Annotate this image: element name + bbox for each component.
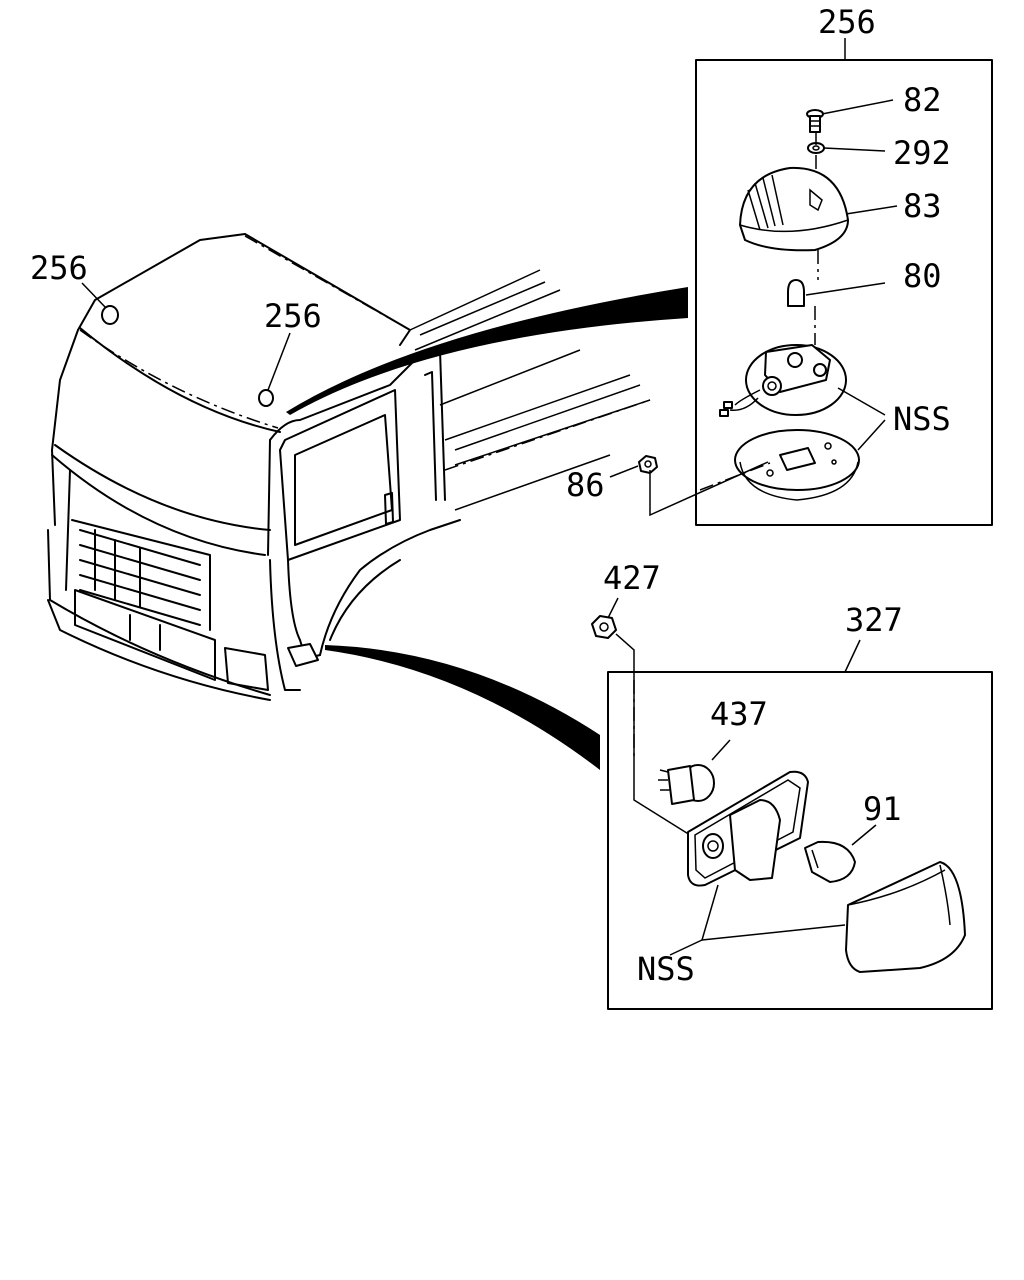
label-nss-roof: NSS xyxy=(893,400,951,438)
leader-line xyxy=(81,282,107,309)
side-lamp-detail xyxy=(591,597,993,1010)
lamp-base-part xyxy=(719,344,847,417)
nut-roof-part xyxy=(638,455,658,474)
label-roof-lamp-left: 256 xyxy=(30,249,88,287)
label-socket: 437 xyxy=(710,695,768,733)
callout-wedge-roof-lamp xyxy=(286,287,688,415)
lens-part xyxy=(739,166,849,252)
callout-wedge-side-lamp xyxy=(325,645,600,770)
label-nss-side: NSS xyxy=(637,950,695,988)
label-lens: 83 xyxy=(903,187,942,225)
label-bulb-side: 91 xyxy=(863,790,902,828)
screw-part xyxy=(806,109,824,133)
truck-cab-illustration xyxy=(47,233,651,701)
label-washer: 292 xyxy=(893,134,951,172)
label-roof-lamp-box: 256 xyxy=(818,3,876,41)
gasket-plate-part xyxy=(734,429,860,501)
label-screw: 82 xyxy=(903,81,942,119)
label-bulb-roof: 80 xyxy=(903,257,942,295)
label-side-lamp-box: 327 xyxy=(845,601,903,639)
label-nut-side: 427 xyxy=(603,559,661,597)
label-roof-lamp-center: 256 xyxy=(264,297,322,335)
bulb-roof-part xyxy=(787,279,805,307)
roof-lamp-detail xyxy=(609,38,993,526)
nut-side-part xyxy=(591,615,617,639)
side-lamp-box xyxy=(607,671,993,1010)
roof-lamp-box xyxy=(695,59,993,526)
lamp-housing-part xyxy=(687,770,809,887)
leader-line xyxy=(267,332,291,391)
bulb-side-part xyxy=(804,840,856,883)
socket-part xyxy=(658,764,715,805)
side-lens-part xyxy=(845,861,966,973)
label-nut-roof: 86 xyxy=(566,466,605,504)
